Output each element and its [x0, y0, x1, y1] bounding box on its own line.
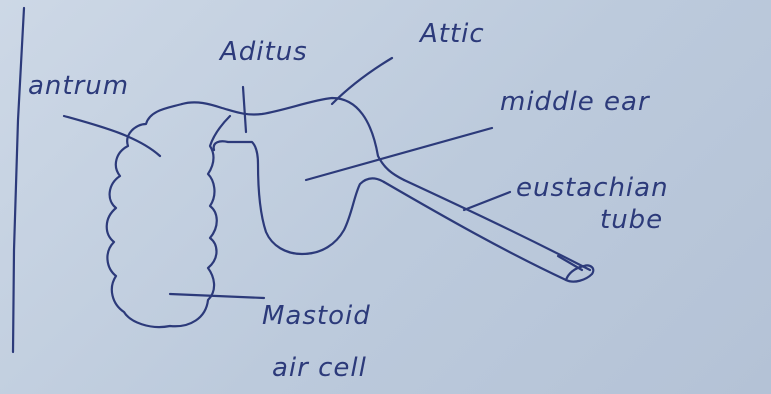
eustachian-leader: [462, 190, 512, 212]
label-attic: Attic: [418, 19, 485, 49]
label-mastoid-line1: Mastoid: [262, 301, 371, 331]
label-middle-ear: middle ear: [500, 87, 651, 117]
eustachian-tube-hatch: [556, 254, 584, 272]
eustachian-tube-lower-wall: [382, 180, 568, 282]
eustachian-tube-upper-wall: [402, 178, 592, 272]
mastoid-leader: [168, 292, 266, 300]
eustachian-tube-opening: [564, 264, 595, 283]
label-mastoid-line2: air cell: [272, 353, 367, 383]
label-antrum: antrum: [28, 71, 129, 101]
margin-line: [11, 6, 26, 354]
label-eustachian-tube-line1: eustachian: [516, 173, 669, 203]
label-aditus: Aditus: [218, 37, 308, 67]
label-eustachian-tube-line2: tube: [600, 205, 663, 235]
attic-leader: [330, 56, 394, 106]
aditus-tick: [241, 85, 248, 134]
antrum-leader: [62, 114, 162, 158]
attic-upper-contour: [180, 96, 406, 182]
middle-ear-inner-wall: [212, 140, 386, 256]
mastoid-air-cell-outline: [105, 102, 232, 329]
middle-ear-leader: [304, 126, 494, 182]
